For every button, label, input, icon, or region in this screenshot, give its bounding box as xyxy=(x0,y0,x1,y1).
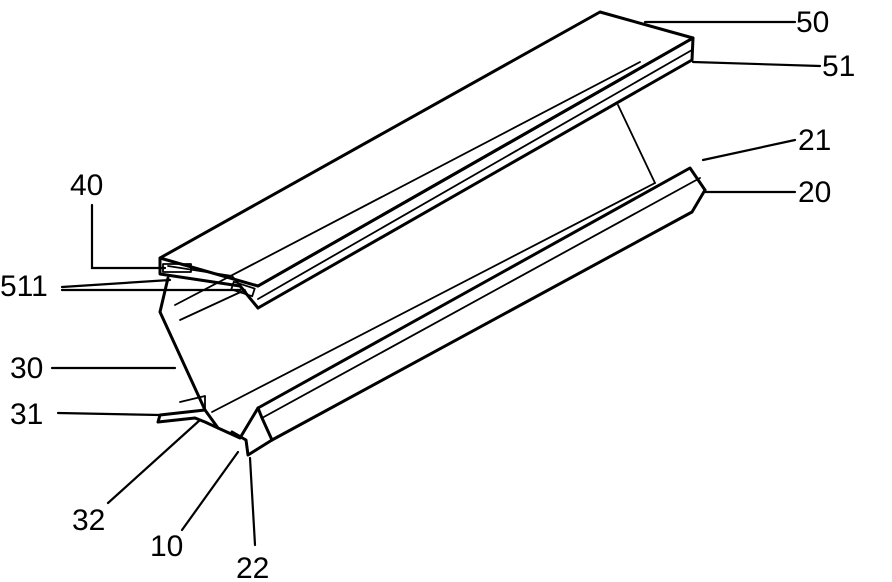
label-20: 20 xyxy=(798,176,831,209)
label-32: 32 xyxy=(72,504,105,537)
cap-end-profile xyxy=(158,256,260,310)
channel-bottom-edge xyxy=(270,188,707,442)
label-511: 511 xyxy=(0,270,48,303)
leader-51 xyxy=(691,60,822,68)
leader-511-a xyxy=(60,278,172,289)
leader-21 xyxy=(701,138,797,162)
channel-rim xyxy=(256,166,707,410)
wall-30-end xyxy=(158,276,207,412)
cap-inner-rib xyxy=(257,49,693,300)
hook-31 xyxy=(156,408,220,430)
label-50: 50 xyxy=(796,6,829,39)
label-30: 30 xyxy=(10,352,43,385)
cap-front-face xyxy=(256,36,695,310)
slot-511-b xyxy=(230,280,256,298)
label-10: 10 xyxy=(150,530,183,563)
bottom-channel xyxy=(156,166,707,457)
wall-top-edge xyxy=(174,61,641,306)
leader-22 xyxy=(248,456,257,547)
top-cap xyxy=(158,10,695,310)
label-40: 40 xyxy=(70,169,103,202)
cap-top-face xyxy=(158,10,695,288)
channel-rim-inner xyxy=(261,177,701,419)
label-31: 31 xyxy=(10,398,43,431)
hook-32 xyxy=(179,395,206,411)
wall-far-edge xyxy=(617,104,656,184)
channel-groove xyxy=(211,182,656,413)
label-22: 22 xyxy=(236,552,269,582)
leader-32 xyxy=(106,418,202,505)
channel-end-profile xyxy=(203,406,274,457)
leader-31 xyxy=(56,411,162,417)
label-21: 21 xyxy=(798,124,831,157)
wall-inner-edge xyxy=(179,289,246,321)
label-51: 51 xyxy=(822,50,855,83)
leader-10 xyxy=(180,450,240,532)
reference-numerals: 50 51 21 20 40 511 30 31 32 10 22 xyxy=(0,6,855,582)
leader-40 xyxy=(90,203,167,270)
leader-lines xyxy=(50,20,822,547)
